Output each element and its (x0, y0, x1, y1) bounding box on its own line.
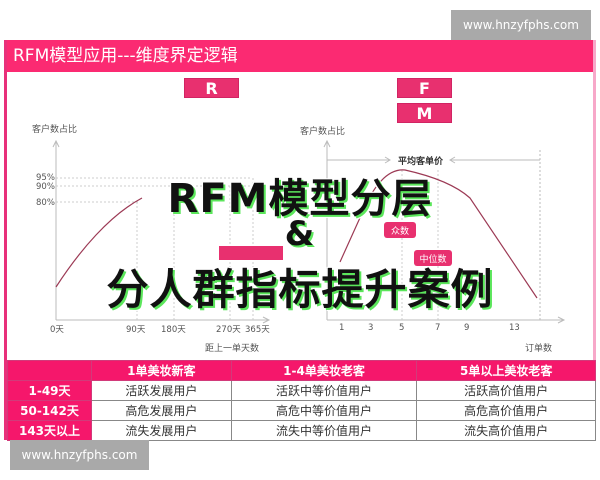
column-header: 1单美妆新客 (91, 360, 232, 381)
table-cell: 高危发展用户 (91, 400, 232, 421)
table-cell: 活跃中等价值用户 (230, 380, 418, 401)
tag-m: M (397, 103, 452, 123)
overlay-title-line3: 分人群指标提升案例 (106, 265, 494, 314)
table-row: 1-49天 活跃发展用户 活跃中等价值用户 活跃高价值用户 (7, 380, 596, 401)
row-header: 143天以上 (7, 420, 92, 441)
table-corner (7, 360, 92, 381)
table-cell: 流失高价值用户 (416, 420, 596, 441)
right-xtick-7: 7 (435, 323, 441, 333)
tag-r: R (184, 78, 239, 98)
tag-f: F (397, 78, 452, 98)
left-ylabel: 客户数占比 (32, 125, 78, 135)
table-header-row: 1单美妆新客 1-4单美妆老客 5单以上美妆老客 (7, 360, 596, 381)
mode-tag: 众数 (384, 222, 416, 238)
left-xtick-365: 365天 (245, 325, 270, 335)
slide-title: RFM模型应用---维度界定逻辑 (7, 40, 593, 72)
left-ytick-90: 90% (36, 182, 55, 192)
highlight-bar (219, 246, 283, 260)
left-ytick-95: 95% (36, 173, 55, 183)
right-xlabel: 订单数 (525, 344, 553, 354)
left-xtick-180: 180天 (161, 325, 186, 335)
right-xtick-1: 1 (339, 323, 345, 333)
table-cell: 高危中等价值用户 (230, 400, 418, 421)
rfm-matrix-table: 1单美妆新客 1-4单美妆老客 5单以上美妆老客 1-49天 活跃发展用户 活跃… (7, 360, 596, 441)
right-xtick-3: 3 (368, 323, 374, 333)
left-ytick-80: 80% (36, 198, 55, 208)
right-ylabel: 客户数占比 (300, 127, 346, 137)
table-cell: 活跃高价值用户 (416, 380, 596, 401)
table-row: 50-142天 高危发展用户 高危中等价值用户 高危高价值用户 (7, 400, 596, 421)
row-header: 50-142天 (7, 400, 92, 421)
left-xlabel: 距上一单天数 (205, 344, 260, 354)
left-xtick-0: 0天 (50, 325, 64, 335)
overlay-title-line1: RFM模型分层 (167, 176, 433, 222)
table-row: 143天以上 流失发展用户 流失中等价值用户 流失高价值用户 (7, 420, 596, 441)
table-cell: 流失中等价值用户 (230, 420, 418, 441)
right-xtick-5: 5 (399, 323, 405, 333)
column-header: 1-4单美妆老客 (230, 360, 418, 381)
watermark-bottom: www.hnzyfphs.com (10, 440, 149, 470)
left-xtick-270: 270天 (216, 325, 241, 335)
watermark-top: www.hnzyfphs.com (451, 10, 591, 40)
table-cell: 活跃发展用户 (91, 380, 232, 401)
table-cell: 流失发展用户 (91, 420, 232, 441)
overlay-title-line2: & (284, 214, 316, 254)
row-header: 1-49天 (7, 380, 92, 401)
avg-price-label: 平均客单价 (398, 157, 444, 167)
median-tag: 中位数 (414, 250, 452, 266)
right-xtick-9: 9 (464, 323, 470, 333)
table-cell: 高危高价值用户 (416, 400, 596, 421)
column-header: 5单以上美妆老客 (416, 360, 596, 381)
right-xtick-13: 13 (509, 323, 520, 333)
left-xtick-90: 90天 (126, 325, 146, 335)
